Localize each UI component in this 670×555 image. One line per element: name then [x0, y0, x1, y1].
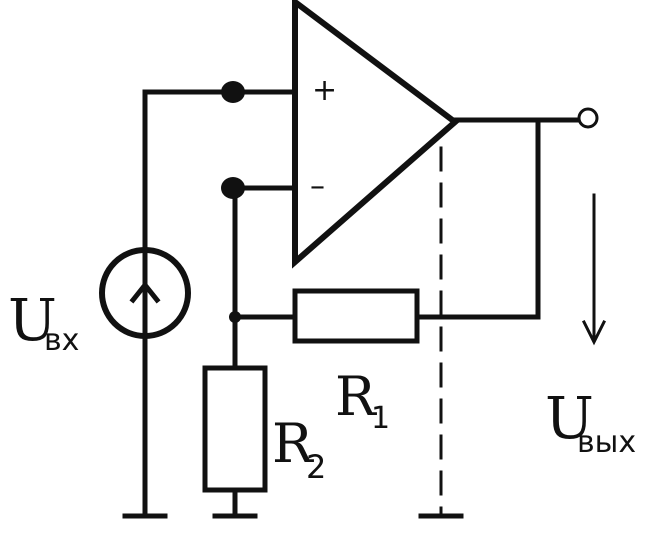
output-arrow-head — [581, 319, 607, 346]
junction-plus — [221, 81, 245, 103]
r2-label-sub: 2 — [306, 448, 326, 486]
output-voltage-label-sub: вых — [577, 425, 636, 460]
input-voltage-label-sub: вх — [44, 323, 79, 358]
r1-label-main: R — [335, 365, 377, 428]
resistor-r2 — [202, 365, 268, 493]
opamp-minus-sign: – — [310, 169, 325, 204]
source-arrow-head — [129, 280, 161, 304]
junction-minus — [221, 177, 245, 199]
opamp-triangle — [292, 0, 460, 269]
input-voltage-label-main: U — [8, 286, 57, 354]
junction-feedback — [229, 311, 241, 323]
output-voltage-label-main: U — [545, 384, 594, 452]
opamp-plus-sign: + — [312, 73, 337, 108]
r2-label-main: R — [272, 412, 314, 475]
r1-label-sub: 1 — [371, 401, 390, 436]
output-terminal — [577, 107, 599, 129]
resistor-r1 — [292, 288, 420, 344]
